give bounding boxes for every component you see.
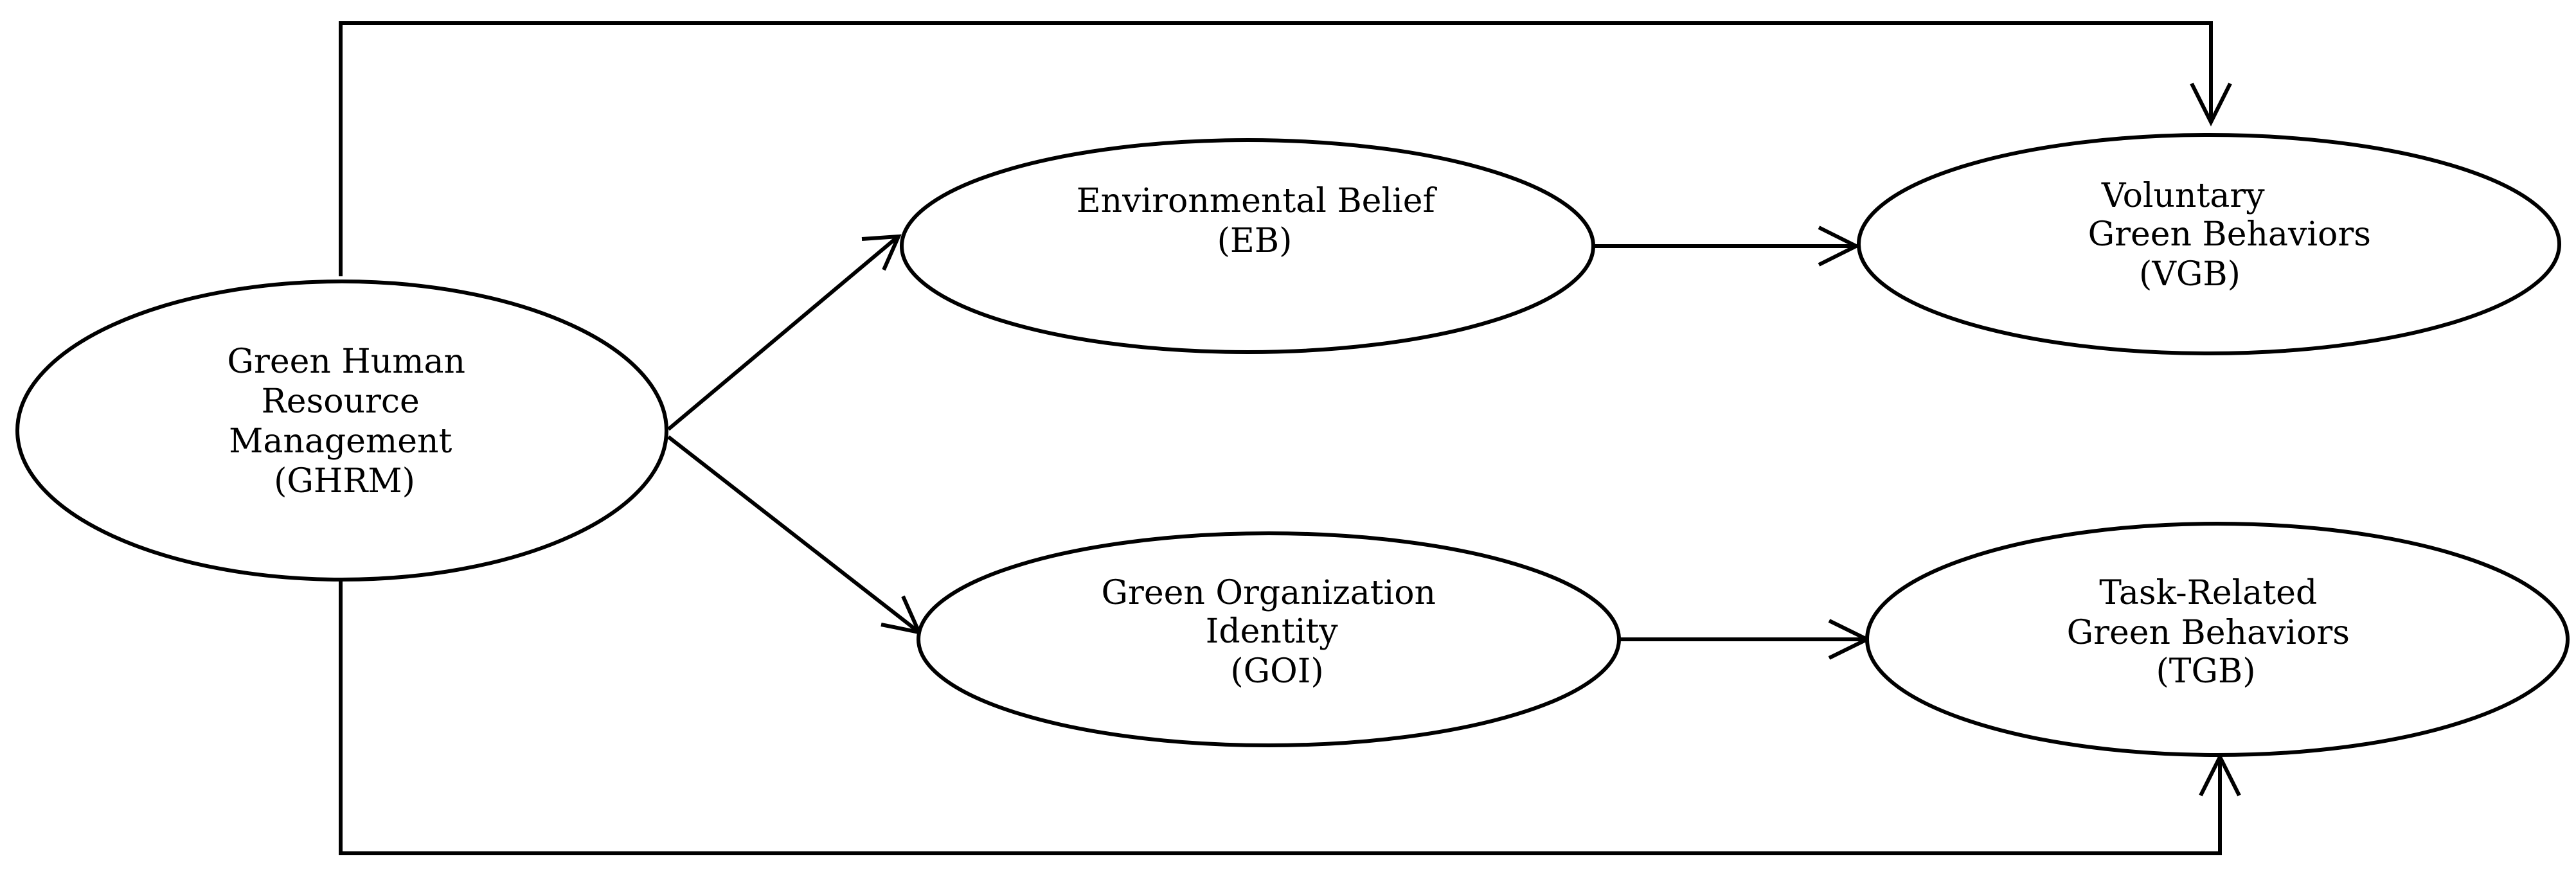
edge-ghrm-to-tgb xyxy=(339,578,2222,855)
arrowhead-vgb-top xyxy=(2190,82,2232,127)
node-goi: Green Organization Identity (GOI) xyxy=(917,531,1621,747)
node-eb: Environmental Belief (EB) xyxy=(900,138,1595,354)
node-goi-ellipse xyxy=(917,531,1621,747)
node-goi-label: Green Organization Identity (GOI) xyxy=(1101,574,1446,691)
arrowhead-tgb-bottom xyxy=(2199,752,2241,797)
node-ghrm: Green Human Resource Management (GHRM) xyxy=(15,280,668,582)
node-tgb-ellipse xyxy=(1865,522,2570,757)
node-vgb-label: Voluntary Green Behaviors (VGB) xyxy=(2088,177,2382,294)
edges xyxy=(339,21,2241,855)
arrowhead-eb xyxy=(861,234,902,271)
arrowhead-vgb-horizontal xyxy=(1818,226,1861,267)
edge-ghrm-to-eb xyxy=(667,236,898,431)
node-tgb-label: Task-Related Green Behaviors (TGB) xyxy=(2067,574,2361,691)
edge-ghrm-to-goi xyxy=(667,435,917,632)
node-vgb: Voluntary Green Behaviors (VGB) xyxy=(1857,133,2561,355)
node-tgb: Task-Related Green Behaviors (TGB) xyxy=(1865,522,2570,757)
node-eb-ellipse xyxy=(900,138,1595,354)
node-vgb-ellipse xyxy=(1857,133,2561,355)
edge-ghrm-to-vgb xyxy=(339,21,2213,276)
node-ghrm-ellipse xyxy=(15,280,668,582)
node-eb-label: Environmental Belief (EB) xyxy=(1077,182,1446,260)
node-ghrm-label: Green Human Resource Management (GHRM) xyxy=(227,342,476,501)
